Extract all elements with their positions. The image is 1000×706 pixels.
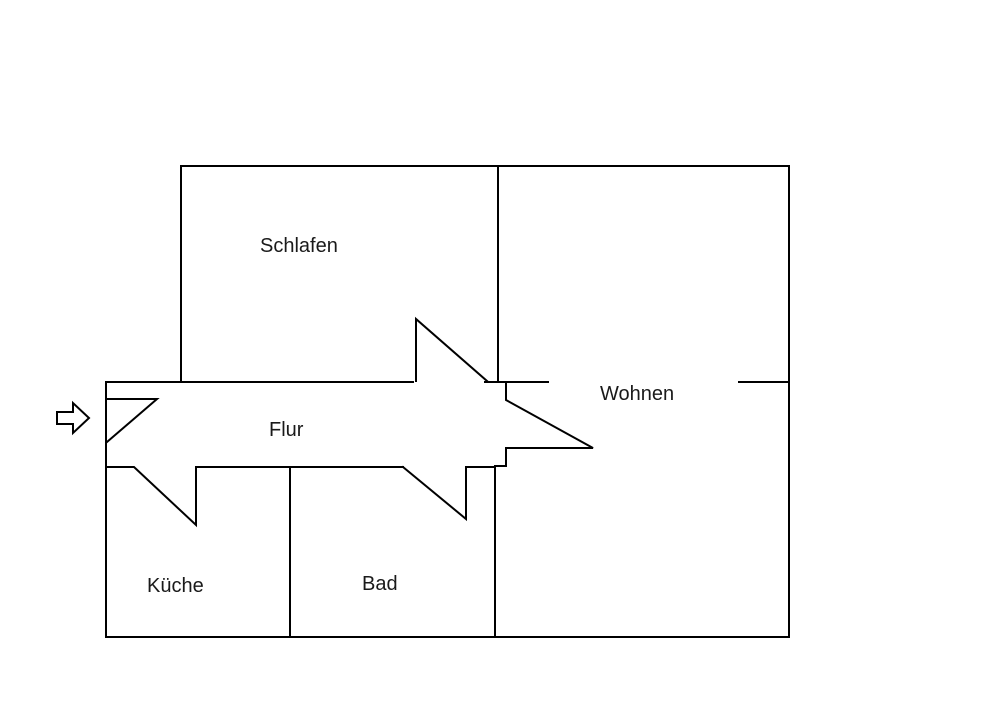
label-schlafen: Schlafen <box>260 235 338 257</box>
label-flur: Flur <box>269 419 304 441</box>
wall-flur-bottom <box>105 466 404 528</box>
door-wohnen[interactable] <box>494 381 594 467</box>
door-bad[interactable] <box>401 465 496 522</box>
door-entrance[interactable] <box>105 398 160 444</box>
label-bad: Bad <box>362 573 398 595</box>
wall-top <box>105 165 790 638</box>
label-wohnen: Wohnen <box>600 383 674 405</box>
outer-walls <box>105 165 790 638</box>
entrance-arrow-icon <box>56 400 91 436</box>
door-schlafen[interactable] <box>415 316 489 383</box>
label-kueche: Küche <box>147 575 204 597</box>
